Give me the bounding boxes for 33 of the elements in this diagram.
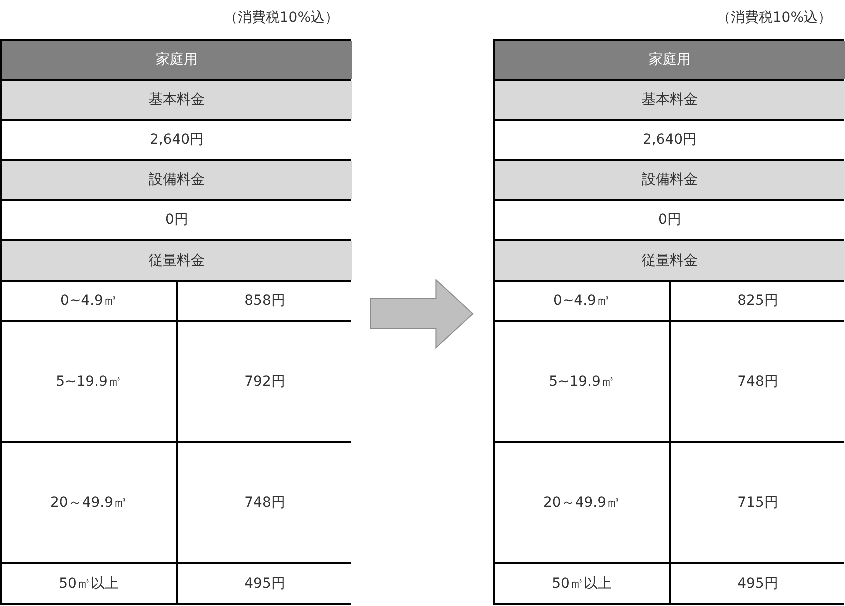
table-cell: 5~19.9㎥ bbox=[495, 322, 669, 441]
rate-table bbox=[0, 39, 351, 605]
section-header: 設備料金 bbox=[2, 161, 352, 199]
section-header: 従量料金 bbox=[2, 241, 352, 280]
section-header: 基本料金 bbox=[2, 81, 352, 119]
table-cell: 20～49.9㎥ bbox=[495, 443, 669, 562]
table-cell: 825円 bbox=[671, 282, 845, 320]
table-cell: 792円 bbox=[178, 322, 352, 441]
tax-note: （消費税10%込） bbox=[716, 9, 832, 27]
table-cell: 748円 bbox=[671, 322, 845, 441]
table-cell: 2,640円 bbox=[2, 121, 352, 159]
table-cell: 715円 bbox=[671, 443, 845, 562]
table-cell: 858円 bbox=[178, 282, 352, 320]
table-title: 家庭用 bbox=[495, 41, 845, 79]
block-arrow bbox=[370, 278, 474, 350]
table-cell: 0~4.9㎥ bbox=[2, 282, 176, 320]
section-header: 基本料金 bbox=[495, 81, 845, 119]
tax-note: （消費税10%込） bbox=[224, 9, 339, 27]
section-header: 設備料金 bbox=[495, 161, 845, 199]
table-title: 家庭用 bbox=[2, 41, 352, 79]
table-cell: 0~4.9㎥ bbox=[495, 282, 669, 320]
table-cell: 495円 bbox=[671, 564, 845, 603]
table-cell: 5~19.9㎥ bbox=[2, 322, 176, 441]
table-cell: 0円 bbox=[495, 201, 845, 239]
rate-table bbox=[493, 39, 844, 605]
section-header: 従量料金 bbox=[495, 241, 845, 280]
table-cell: 0円 bbox=[2, 201, 352, 239]
table-cell: 50㎥以上 bbox=[495, 564, 669, 603]
table-cell: 495円 bbox=[178, 564, 352, 603]
table-cell: 50㎥以上 bbox=[2, 564, 176, 603]
table-cell: 748円 bbox=[178, 443, 352, 562]
table-cell: 20～49.9㎥ bbox=[2, 443, 176, 562]
table-cell: 2,640円 bbox=[495, 121, 845, 159]
